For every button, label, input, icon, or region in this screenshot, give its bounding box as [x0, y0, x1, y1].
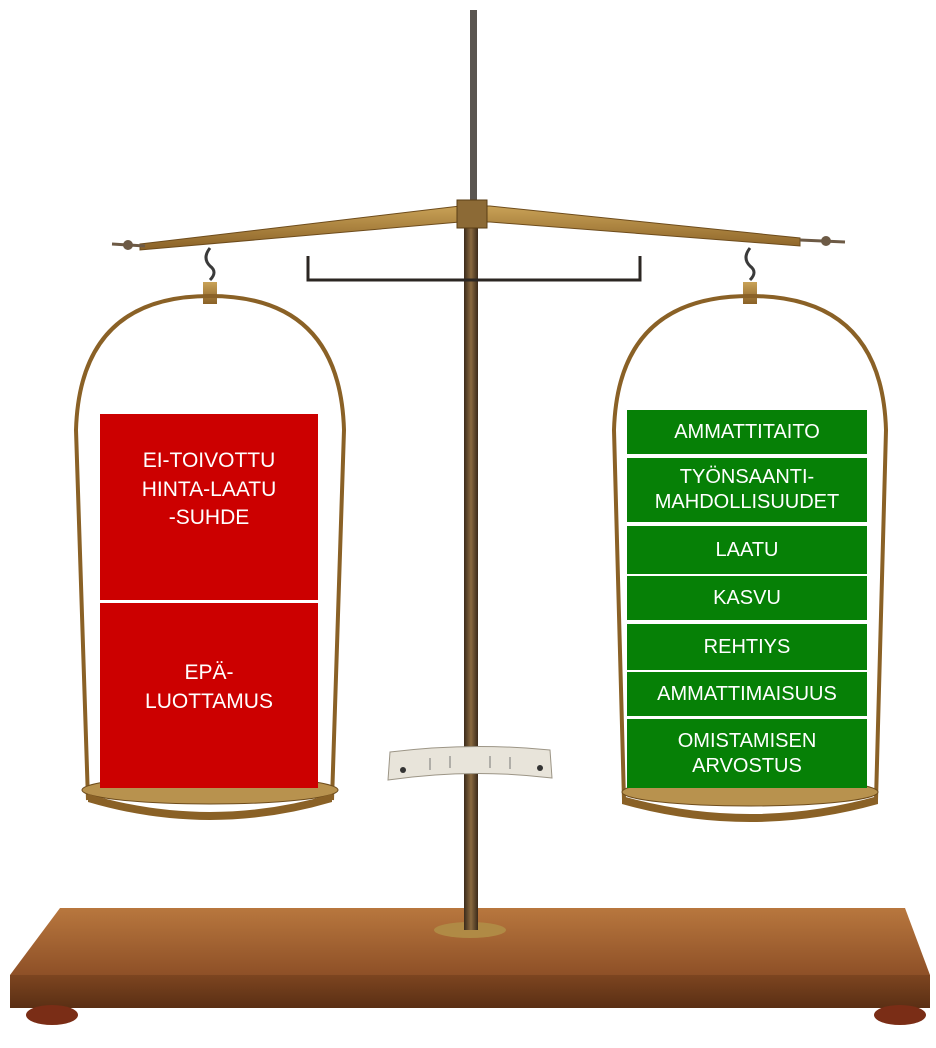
right-item-professional-skill: AMMATTITAITO [627, 410, 867, 454]
left-item-distrust: EPÄ- LUOTTAMUS [100, 603, 318, 788]
right-item-growth: KASVU [627, 576, 867, 620]
right-item-professionalism: AMMATTIMAISUUS [627, 672, 867, 716]
right-item-employment-opportunities: TYÖNSAANTI- MAHDOLLISUUDET [627, 458, 867, 522]
right-item-ownership-appreciation: OMISTAMISEN ARVOSTUS [627, 719, 867, 788]
central-column [464, 10, 478, 930]
right-item-honesty: REHTIYS [627, 624, 867, 670]
base-foot-right [874, 1005, 926, 1025]
right-item-quality: LAATU [627, 526, 867, 574]
base-foot-left [26, 1005, 78, 1025]
left-item-price-quality: EI-TOIVOTTU HINTA-LAATU -SUHDE [100, 414, 318, 600]
balance-beam [112, 200, 845, 280]
